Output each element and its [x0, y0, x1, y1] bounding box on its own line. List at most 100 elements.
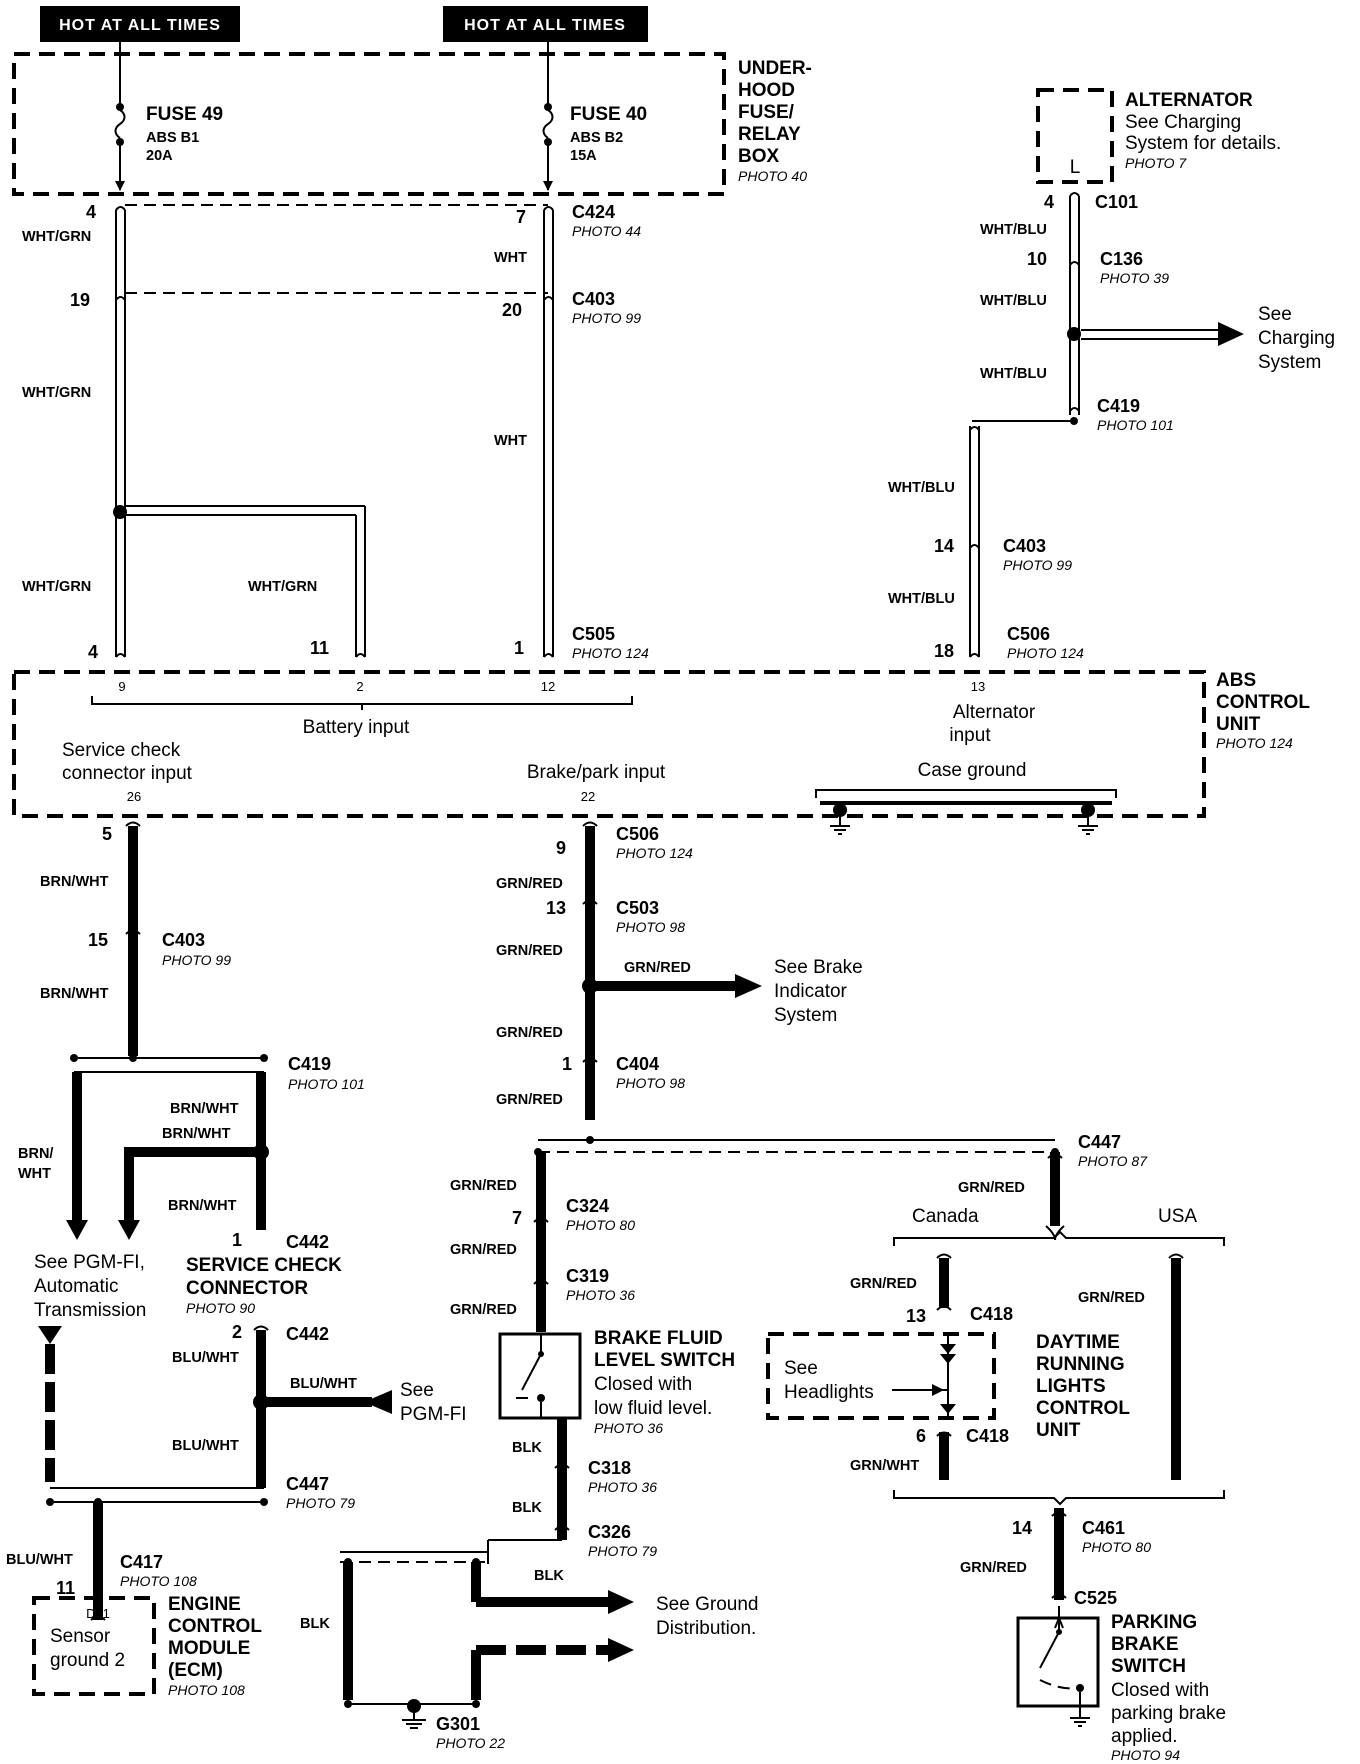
svg-text:PGM-FI: PGM-FI [400, 1404, 467, 1425]
svg-text:input: input [949, 725, 991, 746]
wire-label: WHT/GRN [22, 229, 91, 245]
wire-label: WHT [494, 433, 527, 449]
svg-text:Headlights: Headlights [784, 1382, 874, 1403]
svg-text:HOT AT ALL TIMES: HOT AT ALL TIMES [464, 17, 626, 34]
svg-text:ABS B2: ABS B2 [570, 130, 623, 146]
parking-brake-switch [1016, 1606, 1100, 1727]
svg-text:CONTROL: CONTROL [168, 1616, 262, 1637]
connector-c403: C403 PHOTO 99 [572, 289, 641, 326]
wire-label: WHT/BLU [888, 591, 955, 607]
svg-text:Indicator: Indicator [774, 981, 848, 1002]
svg-text:C419: C419 [288, 1054, 331, 1074]
svg-text:C136: C136 [1100, 249, 1143, 269]
svg-text:PHOTO 36: PHOTO 36 [594, 1420, 663, 1436]
wire-label: GRN/RED [496, 1092, 563, 1108]
connector-c503: C503 PHOTO 98 [616, 898, 685, 935]
svg-text:ground 2: ground 2 [50, 1650, 125, 1671]
connector-c324: C324 PHOTO 80 [566, 1196, 635, 1233]
svg-text:C319: C319 [566, 1266, 609, 1286]
svg-text:PHOTO 101: PHOTO 101 [288, 1076, 365, 1092]
wire-label: WHT/GRN [22, 579, 91, 595]
connector-c506-top: C506 PHOTO 124 [1007, 624, 1084, 661]
svg-text:PHOTO 40: PHOTO 40 [738, 168, 807, 184]
service-check-connector-label: SERVICE CHECK CONNECTOR PHOTO 90 [186, 1255, 342, 1316]
svg-text:C403: C403 [572, 289, 615, 309]
wire-label: BLU/WHT [290, 1376, 357, 1392]
wire-label: WHT [494, 250, 527, 266]
pin-label: 13 [906, 1306, 926, 1326]
parking-brake-switch-label: PARKING BRAKE SWITCH Closed with parking… [1111, 1612, 1226, 1763]
svg-text:C403: C403 [1003, 536, 1046, 556]
fuse-40: FUSE 40 ABS B2 15A [542, 42, 647, 191]
connector-c447: C447 PHOTO 79 [286, 1474, 355, 1511]
abs-pin: 13 [971, 679, 985, 694]
brake-indicator-ref: See Brake Indicator System [774, 957, 863, 1026]
svg-text:(ECM): (ECM) [168, 1660, 223, 1681]
svg-text:PHOTO 101: PHOTO 101 [1097, 417, 1174, 433]
pin-label: 19 [70, 290, 90, 310]
svg-text:connector input: connector input [62, 763, 193, 784]
fuse-49: FUSE 49 ABS B1 20A [114, 42, 223, 191]
connector-c442: C442 [286, 1324, 329, 1344]
pin-label: 9 [556, 838, 566, 858]
svg-text:PHOTO 99: PHOTO 99 [1003, 557, 1072, 573]
wire-label: BRN/WHT [162, 1126, 231, 1142]
svg-text:PHOTO 98: PHOTO 98 [616, 1075, 685, 1091]
connector-c505: C505 PHOTO 124 [572, 624, 649, 661]
svg-text:MODULE: MODULE [168, 1638, 250, 1659]
battery-input-label: Battery input [303, 717, 410, 738]
ground-distribution-ref: See Ground Distribution. [656, 1594, 758, 1639]
svg-text:PHOTO 99: PHOTO 99 [572, 310, 641, 326]
svg-text:low fluid level.: low fluid level. [594, 1398, 712, 1419]
connector-c403-right: C403 PHOTO 99 [1003, 536, 1072, 573]
svg-text:ABS B1: ABS B1 [146, 130, 199, 146]
pgmfi-auto-ref: See PGM-FI, Automatic Transmission [34, 1252, 146, 1321]
connector-c525: C525 [1074, 1588, 1117, 1608]
pin-label: 7 [512, 1208, 522, 1228]
connector-c506-lower: C506 PHOTO 124 [616, 824, 693, 861]
svg-text:PHOTO 36: PHOTO 36 [566, 1287, 635, 1303]
wire-label: BLK [512, 1440, 542, 1456]
svg-text:RELAY: RELAY [738, 124, 801, 145]
fuse-box-outline [12, 52, 726, 196]
svg-text:System: System [774, 1005, 837, 1026]
battery-input-brace [91, 696, 633, 710]
wire-label: GRN/RED [958, 1180, 1025, 1196]
pin-label: 4 [88, 642, 98, 662]
hot-header-left: HOT AT ALL TIMES [40, 6, 240, 42]
svg-text:WHT: WHT [18, 1166, 51, 1182]
svg-text:PHOTO 90: PHOTO 90 [186, 1300, 255, 1316]
pin-label: 18 [934, 641, 954, 661]
svg-text:C424: C424 [572, 202, 615, 222]
svg-text:PARKING: PARKING [1111, 1612, 1197, 1633]
svg-text:CONNECTOR: CONNECTOR [186, 1278, 308, 1299]
wire-grn-red-main [533, 821, 1059, 1332]
svg-text:PHOTO 36: PHOTO 36 [588, 1479, 657, 1495]
connector-c101: C101 [1095, 192, 1138, 212]
ecm-pin: D21 [86, 1606, 110, 1621]
svg-text:PHOTO 44: PHOTO 44 [572, 223, 641, 239]
wire-label: GRN/WHT [850, 1458, 919, 1474]
case-ground-label: Case ground [918, 760, 1027, 781]
wire-label: GRN/RED [960, 1560, 1027, 1576]
connector-c424: C424 PHOTO 44 [572, 202, 641, 239]
wire-label: GRN/RED [1078, 1290, 1145, 1306]
wire-wht-grn-main [113, 206, 366, 658]
connector-c419-lower: C419 PHOTO 101 [288, 1054, 365, 1092]
svg-text:System for details.: System for details. [1125, 133, 1281, 154]
connector-c326: C326 PHOTO 79 [588, 1522, 657, 1559]
svg-text:See PGM-FI,: See PGM-FI, [34, 1252, 145, 1273]
svg-text:PHOTO 79: PHOTO 79 [588, 1543, 657, 1559]
pin-label: 14 [1012, 1518, 1032, 1538]
wire-grn-red-right [893, 1152, 1225, 1600]
connector-c319: C319 PHOTO 36 [566, 1266, 635, 1303]
pin-label: 15 [88, 930, 108, 950]
pin-label: 1 [514, 638, 524, 658]
svg-text:PHOTO 99: PHOTO 99 [162, 952, 231, 968]
svg-text:ENGINE: ENGINE [168, 1594, 241, 1615]
pin-label: 5 [102, 824, 112, 844]
drl-internal [892, 1334, 956, 1418]
connector-c442: C442 [286, 1232, 329, 1252]
svg-text:See: See [784, 1358, 818, 1379]
svg-text:PHOTO 98: PHOTO 98 [616, 919, 685, 935]
